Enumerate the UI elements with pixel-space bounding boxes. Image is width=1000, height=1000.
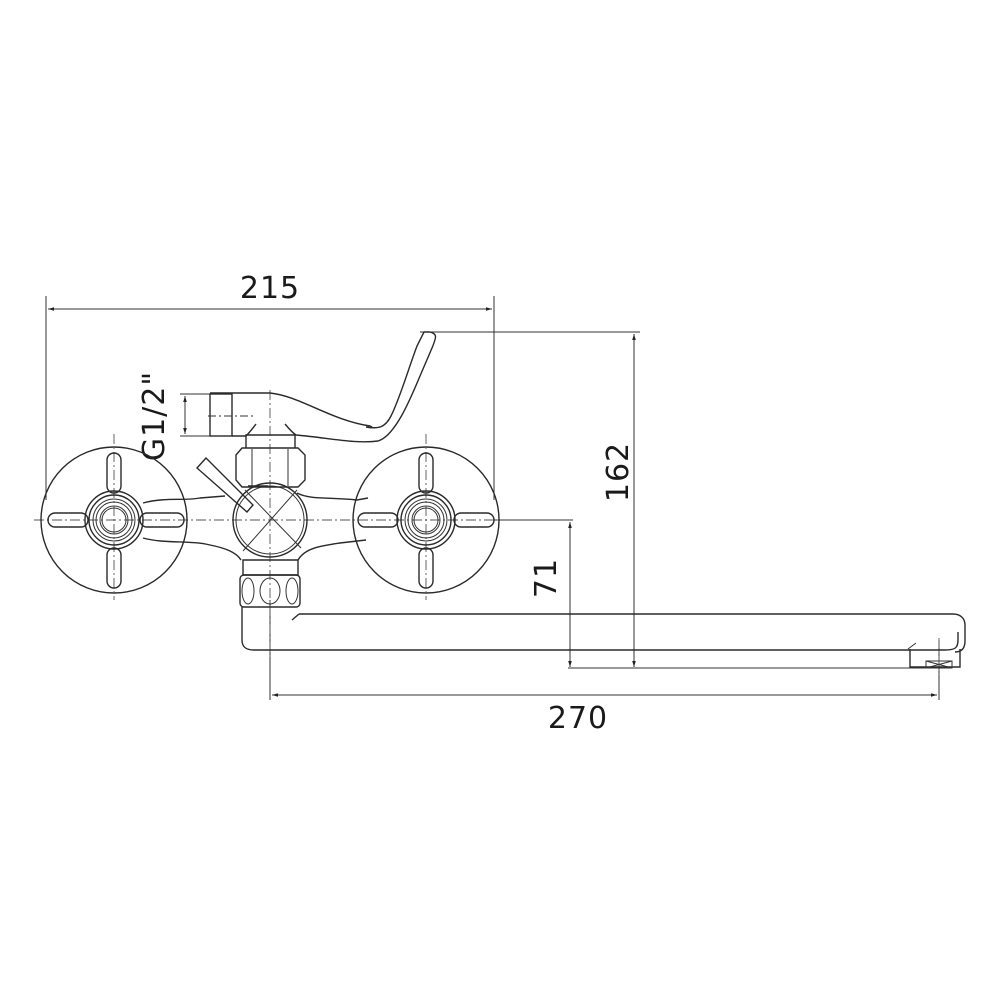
dimension-71: 71 — [490, 519, 945, 669]
dimension-label-162: 162 — [601, 442, 636, 502]
left-cross-handle — [40, 434, 188, 600]
dimension-label-71: 71 — [529, 558, 564, 598]
dimension-label-215: 215 — [240, 271, 300, 306]
dimension-label-thread: G1/2" — [137, 371, 172, 461]
dimension-215: 215 — [45, 271, 495, 500]
right-cross-handle — [352, 434, 500, 600]
dimension-162: 162 — [420, 331, 640, 667]
dimension-270: 270 — [269, 600, 940, 736]
mixer-body — [142, 434, 369, 608]
dimension-label-270: 270 — [548, 701, 608, 736]
swivel-spout — [241, 607, 966, 675]
dimension-thread: G1/2" — [137, 371, 214, 461]
shower-outlet-and-lever — [208, 331, 437, 443]
